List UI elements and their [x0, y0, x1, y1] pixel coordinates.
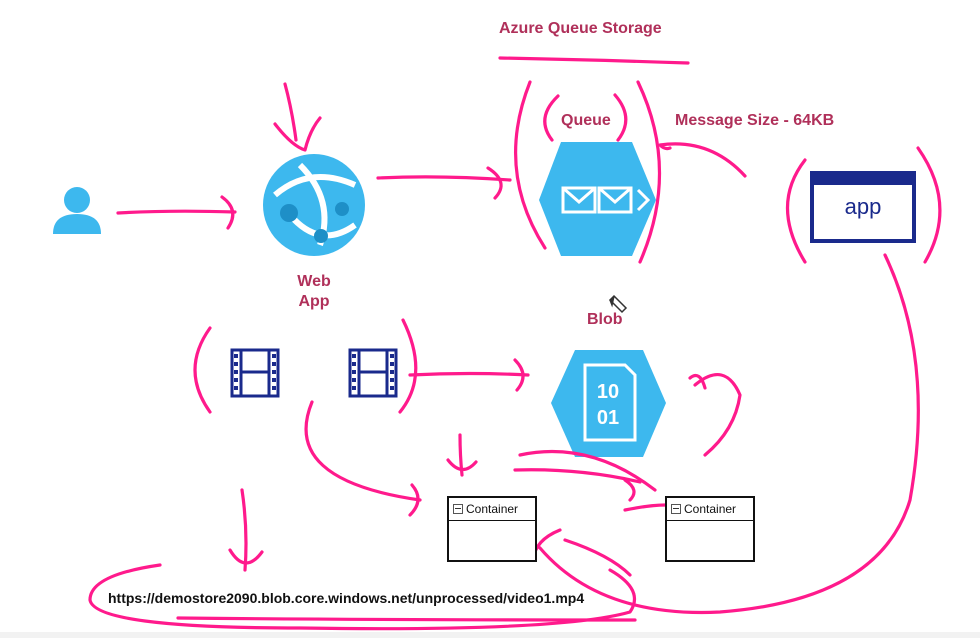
container-label: Container [684, 502, 737, 516]
container-box-2[interactable]: Container [665, 496, 755, 562]
collapse-icon[interactable] [671, 504, 681, 514]
diagram-title: Azure Queue Storage [499, 20, 662, 37]
blob-bits-top: 10 [597, 381, 619, 403]
film-icon [348, 348, 398, 398]
container-header: Container [667, 498, 753, 521]
app-window-icon: app [810, 171, 916, 243]
user-icon [53, 187, 101, 234]
blob-label: Blob [587, 311, 623, 328]
app-label: app [845, 194, 882, 219]
container-header: Container [449, 498, 535, 521]
webapp-label-line1: Web [297, 273, 331, 290]
blob-url-text: https://demostore2090.blob.core.windows.… [108, 590, 585, 606]
blob-icon: 10 01 [551, 350, 666, 457]
container-label: Container [466, 502, 519, 516]
pen-cursor-icon [608, 294, 628, 314]
queue-icon [539, 142, 656, 256]
globe-icon [263, 154, 365, 256]
bottom-bar [0, 632, 980, 638]
webapp-label-line2: App [298, 293, 330, 310]
blob-bits-bottom: 01 [597, 407, 619, 429]
film-icon [230, 348, 280, 398]
collapse-icon[interactable] [453, 504, 463, 514]
container-box-1[interactable]: Container [447, 496, 537, 562]
message-size-label: Message Size - 64KB [675, 112, 835, 129]
webapp-label: Web App [284, 272, 344, 312]
queue-label: Queue [561, 112, 611, 129]
